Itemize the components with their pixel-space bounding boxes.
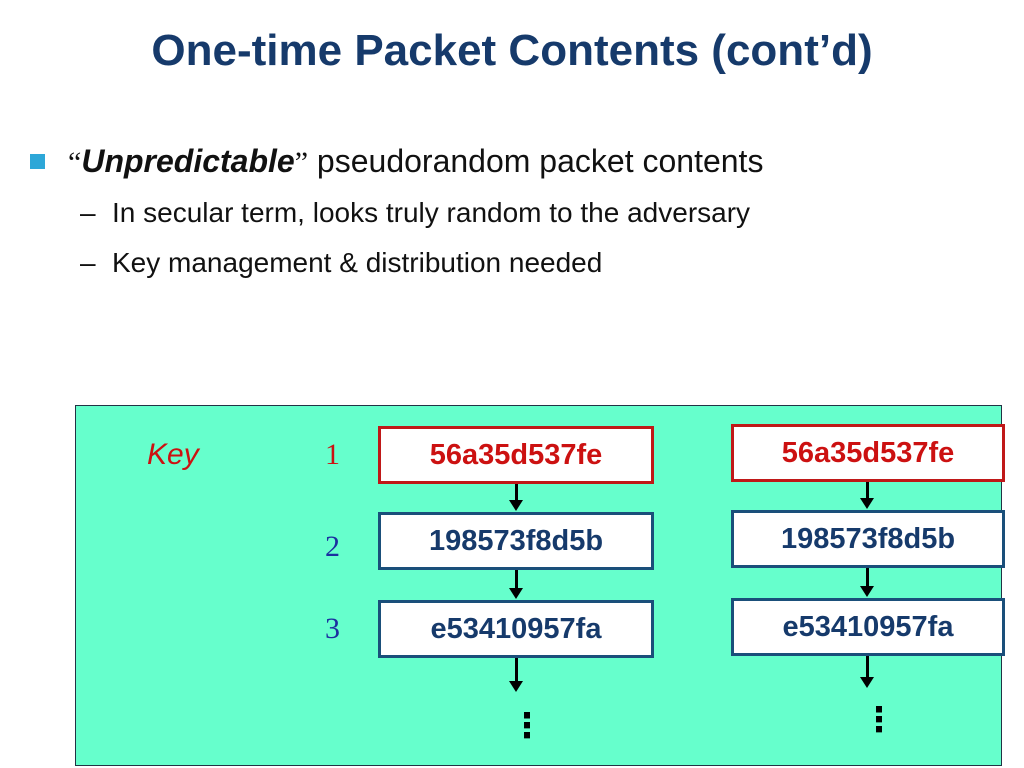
arrow-down-icon [509, 588, 523, 599]
slide-title: One-time Packet Contents (cont’d) [151, 26, 873, 75]
left-key-box: 56a35d537fe [378, 426, 654, 484]
dash-bullet-icon: – [80, 247, 96, 278]
right-arrow-2-shaft [866, 568, 869, 587]
arrow-down-icon [509, 500, 523, 511]
left-chain-box-2: 198573f8d5b [378, 512, 654, 570]
step-number-1: 1 [325, 438, 340, 471]
right-chain-box-2: 198573f8d5b [731, 510, 1005, 568]
right-arrow-1-shaft [866, 482, 869, 499]
left-arrow-3-shaft [515, 658, 518, 682]
dash-bullet-icon: – [80, 197, 96, 228]
left-continuation-dots: ⋮ [510, 709, 544, 743]
arrow-down-icon [509, 681, 523, 692]
right-chain-box-3: e53410957fa [731, 598, 1005, 656]
main-bullet-text: “Unpredictable” pseudorandom packet cont… [68, 143, 763, 180]
arrow-down-icon [860, 586, 874, 597]
square-bullet-icon [30, 154, 45, 169]
right-key-box: 56a35d537fe [731, 424, 1005, 482]
arrow-down-icon [860, 677, 874, 688]
sub-bullet-text: Key management & distribution needed [112, 247, 603, 278]
key-label: Key [147, 438, 199, 471]
right-arrow-3-shaft [866, 656, 869, 678]
main-bullet-rest: pseudorandom packet contents [308, 143, 764, 179]
left-arrow-2-shaft [515, 570, 518, 589]
step-number-2: 2 [325, 530, 340, 563]
right-continuation-dots: ⋮ [862, 703, 896, 737]
close-quote: ” [294, 146, 309, 179]
arrow-down-icon [860, 498, 874, 509]
left-chain-box-3: e53410957fa [378, 600, 654, 658]
emphasis-word: Unpredictable [81, 143, 295, 179]
step-number-3: 3 [325, 612, 340, 645]
sub-bullet-text: In secular term, looks truly random to t… [112, 197, 751, 228]
left-arrow-1-shaft [515, 484, 518, 501]
open-quote: “ [68, 146, 82, 179]
